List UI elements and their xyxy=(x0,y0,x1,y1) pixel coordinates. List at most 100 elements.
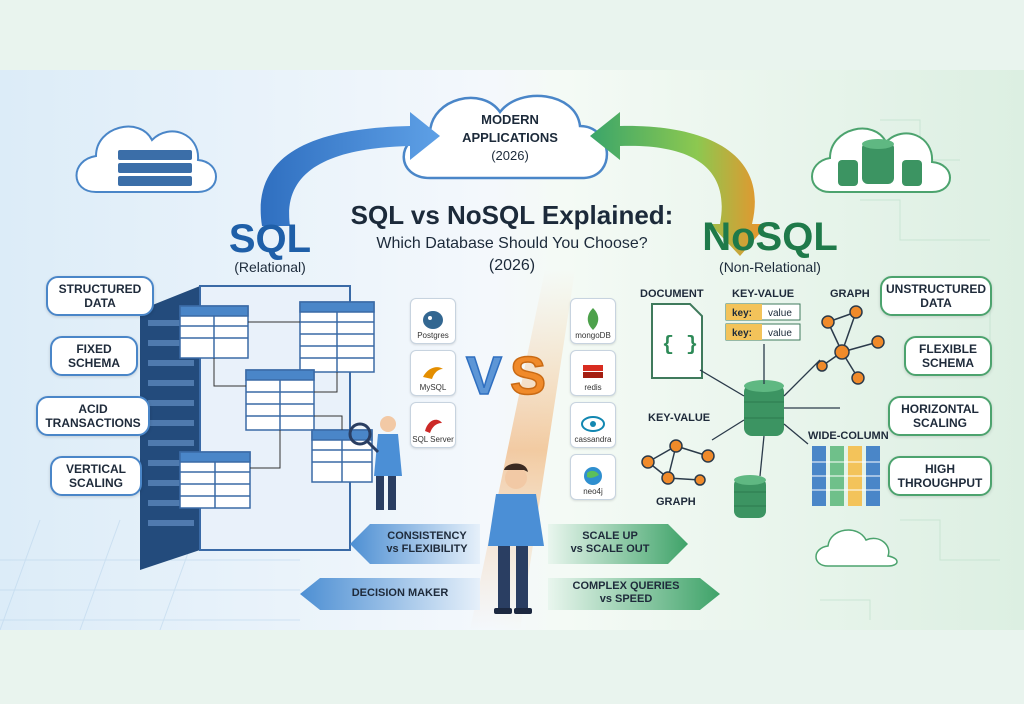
feature-line: FLEXIBLE xyxy=(918,342,977,356)
key-value-table-top xyxy=(725,303,801,341)
main-title: SQL vs NoSQL Explained: xyxy=(351,200,674,230)
document-model-icon: { } xyxy=(651,303,703,379)
title-year: (2026) xyxy=(489,257,535,274)
tradeoff-line: DECISION MAKER xyxy=(351,587,449,599)
tradeoff-line: vs FLEXIBILITY xyxy=(386,543,468,555)
svg-text:{ }: { } xyxy=(662,334,698,357)
feature-line: HORIZONTAL xyxy=(901,402,979,416)
leaf-icon xyxy=(587,308,599,330)
feature-line: SCALING xyxy=(912,416,967,430)
feature-line: ACID xyxy=(78,402,108,416)
kv-value-2: value xyxy=(768,328,792,339)
wide-column-model-icon xyxy=(812,446,880,506)
tradeoff-line: vs SCALE OUT xyxy=(570,543,650,555)
cassandra-logo: cassandra xyxy=(570,402,616,448)
lower-database-icon xyxy=(734,475,766,518)
feature-line: DATA xyxy=(920,296,952,310)
tradeoff-line: COMPLEX QUERIES xyxy=(572,580,680,592)
label-key-value-bottom: KEY-VALUE xyxy=(648,412,711,424)
redis-logo: redis xyxy=(570,350,616,396)
redis-cube-icon xyxy=(583,365,603,378)
label-wide-column: WIDE-COLUMN xyxy=(808,430,889,442)
logo-caption: mongoDB xyxy=(575,331,611,340)
cloud-line-3: (2026) xyxy=(491,148,529,163)
kv-key-2: key: xyxy=(732,328,752,339)
table-2 xyxy=(299,301,375,373)
relational-tables xyxy=(179,301,375,509)
sql-subheading: (Relational) xyxy=(234,259,306,275)
neo4j-logo: neo4j xyxy=(570,454,616,500)
logo-caption: redis xyxy=(584,383,602,392)
feature-line: FIXED xyxy=(76,342,112,356)
feature-line: SCHEMA xyxy=(67,356,120,370)
logo-caption: MySQL xyxy=(419,383,447,392)
label-document: DOCUMENT xyxy=(640,288,704,300)
sql-heading: SQL xyxy=(229,217,311,261)
arrow-decision-maker xyxy=(300,578,480,610)
logo-caption: neo4j xyxy=(583,487,603,496)
tradeoff-arrows xyxy=(300,524,720,610)
feature-line: VERTICAL xyxy=(66,462,126,476)
arrow-consistency xyxy=(350,524,480,564)
feature-line: HIGH xyxy=(924,462,955,476)
postgres-logo: Postgres xyxy=(410,298,456,344)
graph-model-icon-bottom xyxy=(641,439,715,486)
mongodb-logo: mongoDB xyxy=(570,298,616,344)
feature-line: TRANSACTIONS xyxy=(45,416,141,430)
label-graph-top: GRAPH xyxy=(830,288,870,300)
nosql-subheading: (Non-Relational) xyxy=(719,259,821,275)
sql-cloud-icon xyxy=(75,125,217,193)
central-database-icon xyxy=(744,380,784,436)
table-5 xyxy=(311,429,373,483)
subtitle: Which Database Should You Choose? xyxy=(376,235,647,252)
graph-model-icon-top xyxy=(816,305,885,385)
sql-flow-arrow xyxy=(260,112,440,226)
table-1 xyxy=(179,305,249,359)
tradeoff-decision-maker: DECISION MAKER xyxy=(330,587,470,600)
elephant-icon xyxy=(423,311,443,329)
vs-v-letter: V xyxy=(466,346,502,406)
cloud-line-2: APPLICATIONS xyxy=(462,130,558,145)
cloud-line-1: MODERN xyxy=(481,112,539,127)
feature-line: SCHEMA xyxy=(921,356,974,370)
dolphin-icon xyxy=(423,367,443,379)
nosql-heading: NoSQL xyxy=(702,215,838,259)
tradeoff-line: CONSISTENCY xyxy=(387,530,467,542)
feature-line: UNSTRUCTURED xyxy=(886,282,986,296)
feature-line: SCALING xyxy=(69,476,123,490)
label-key-value-top: KEY-VALUE xyxy=(732,288,795,300)
eye-icon xyxy=(581,416,605,432)
decision-maker-figure xyxy=(488,463,544,614)
nosql-models: { } xyxy=(641,303,898,567)
feature-line: DATA xyxy=(84,296,116,310)
globe-icon xyxy=(584,467,602,485)
feature-line: STRUCTURED xyxy=(58,282,142,296)
table-4 xyxy=(179,451,251,509)
vs-s-letter: S xyxy=(510,346,546,406)
mysql-logo: MySQL xyxy=(410,350,456,396)
sql-server-logo: SQL Server xyxy=(410,402,456,448)
small-cloud-icon xyxy=(815,529,898,567)
analyst-figure xyxy=(348,416,402,510)
feature-line: THROUGHPUT xyxy=(897,476,983,490)
tradeoff-line: SCALE UP xyxy=(582,530,638,542)
logo-caption: SQL Server xyxy=(412,435,454,444)
nosql-cloud-icon xyxy=(811,127,951,193)
sql-server-icon xyxy=(425,419,442,433)
logo-caption: Postgres xyxy=(417,331,449,340)
nosql-flow-arrow xyxy=(590,112,768,256)
arrow-complex-queries xyxy=(548,578,720,610)
